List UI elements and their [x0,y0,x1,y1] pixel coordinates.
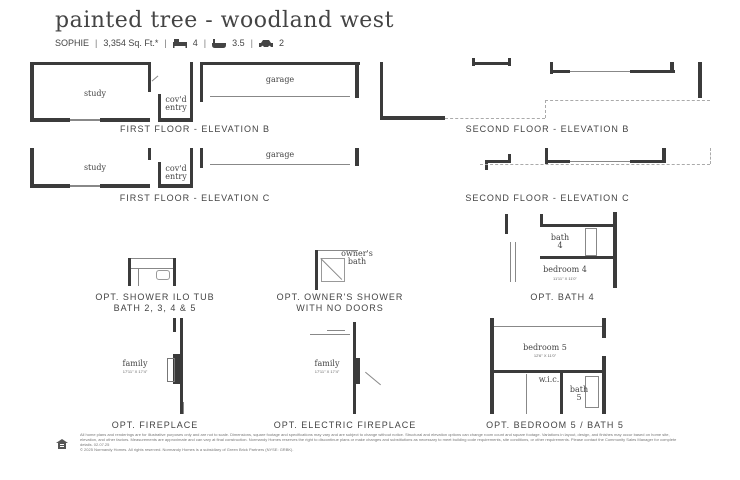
room-label-wic: w.i.c. [538,375,560,384]
caption-opt-shower-ilo-tub: OPT. SHOWER ILO TUB BATH 2, 3, 4 & 5 [95,292,215,313]
bed-icon [172,38,187,49]
opt-bath4-plan: bath 4 bedroom 4 11'11" X 11'0" [505,212,625,290]
room-label-covd-entry: cov'd entry [165,95,187,112]
second-floor-elevation-c [380,148,715,190]
opt-owners-shower-plan: owner's bath [315,244,375,290]
caption-opt-electric-fireplace: OPT. ELECTRIC FIREPLACE [273,420,417,430]
footer-disclaimer: All home plans and renderings are for il… [80,432,680,452]
bath-icon [212,38,227,49]
car-icon [258,38,273,49]
opt-electric-fireplace-plan: family 17'11" X 17'4" [305,322,395,416]
room-label-bedroom5: bedroom 5 [523,343,567,352]
caption-first-floor-elevation-b: FIRST FLOOR - ELEVATION B [119,124,271,134]
disclaimer-text: All home plans and renderings are for il… [80,432,677,447]
second-floor-elevation-b [380,58,715,124]
plan-name: SOPHIE [55,38,90,49]
caption-opt-bedroom5-bath5: OPT. BEDROOM 5 / BATH 5 [486,420,624,430]
room-label-bath5: bath 5 [569,385,589,402]
room-label-garage: garage [265,150,295,159]
room-dim-family: 17'11" X 17'4" [122,369,148,374]
room-label-bath4: bath 4 [550,233,570,250]
room-dim-bedroom4: 11'11" X 11'0" [553,276,577,281]
room-label-covd-entry: cov'd entry [165,164,187,181]
caption-first-floor-elevation-c: FIRST FLOOR - ELEVATION C [119,193,271,203]
caption-second-floor-elevation-b: SECOND FLOOR - ELEVATION B [465,124,630,134]
first-floor-elevation-c: study cov'd entry garage [30,148,360,190]
room-label-study: study [83,163,107,172]
room-dim-bedroom5: 12'6" X 11'0" [533,353,557,358]
caption-opt-owners-shower: OPT. OWNER'S SHOWER WITH NO DOORS [276,292,404,313]
room-label-family: family [314,359,340,368]
square-footage: 3,354 Sq. Ft.* [103,38,159,49]
room-label-bedroom4: bedroom 4 [543,265,587,274]
first-floor-elevation-b: study cov'd entry garage [30,58,360,124]
room-label-family: family [122,359,148,368]
bath-count: 3.5 [232,38,245,49]
copyright-text: © 2025 Normandy Homes. All rights reserv… [80,447,294,452]
caption-second-floor-elevation-c: SECOND FLOOR - ELEVATION C [465,193,630,203]
room-dim-family: 17'11" X 17'4" [314,369,340,374]
page-title: painted tree - woodland west [55,8,394,33]
equal-housing-icon [56,434,68,449]
room-label-owners-bath: owner's bath [341,249,373,266]
garage-count: 2 [278,38,284,49]
plan-specs: SOPHIE | 3,354 Sq. Ft.* | 4 | 3.5 | 2 [55,38,284,49]
caption-opt-bath4: OPT. BATH 4 [530,292,595,302]
opt-shower-plan [128,258,178,288]
opt-bedroom5-bath5-plan: bedroom 5 12'6" X 11'0" w.i.c. bath 5 [490,318,620,416]
room-label-garage: garage [265,75,295,84]
opt-fireplace-plan: family 17'11" X 17'4" [115,318,205,416]
bedroom-count: 4 [192,38,198,49]
room-label-study: study [83,89,107,98]
caption-opt-fireplace: OPT. FIREPLACE [111,420,199,430]
